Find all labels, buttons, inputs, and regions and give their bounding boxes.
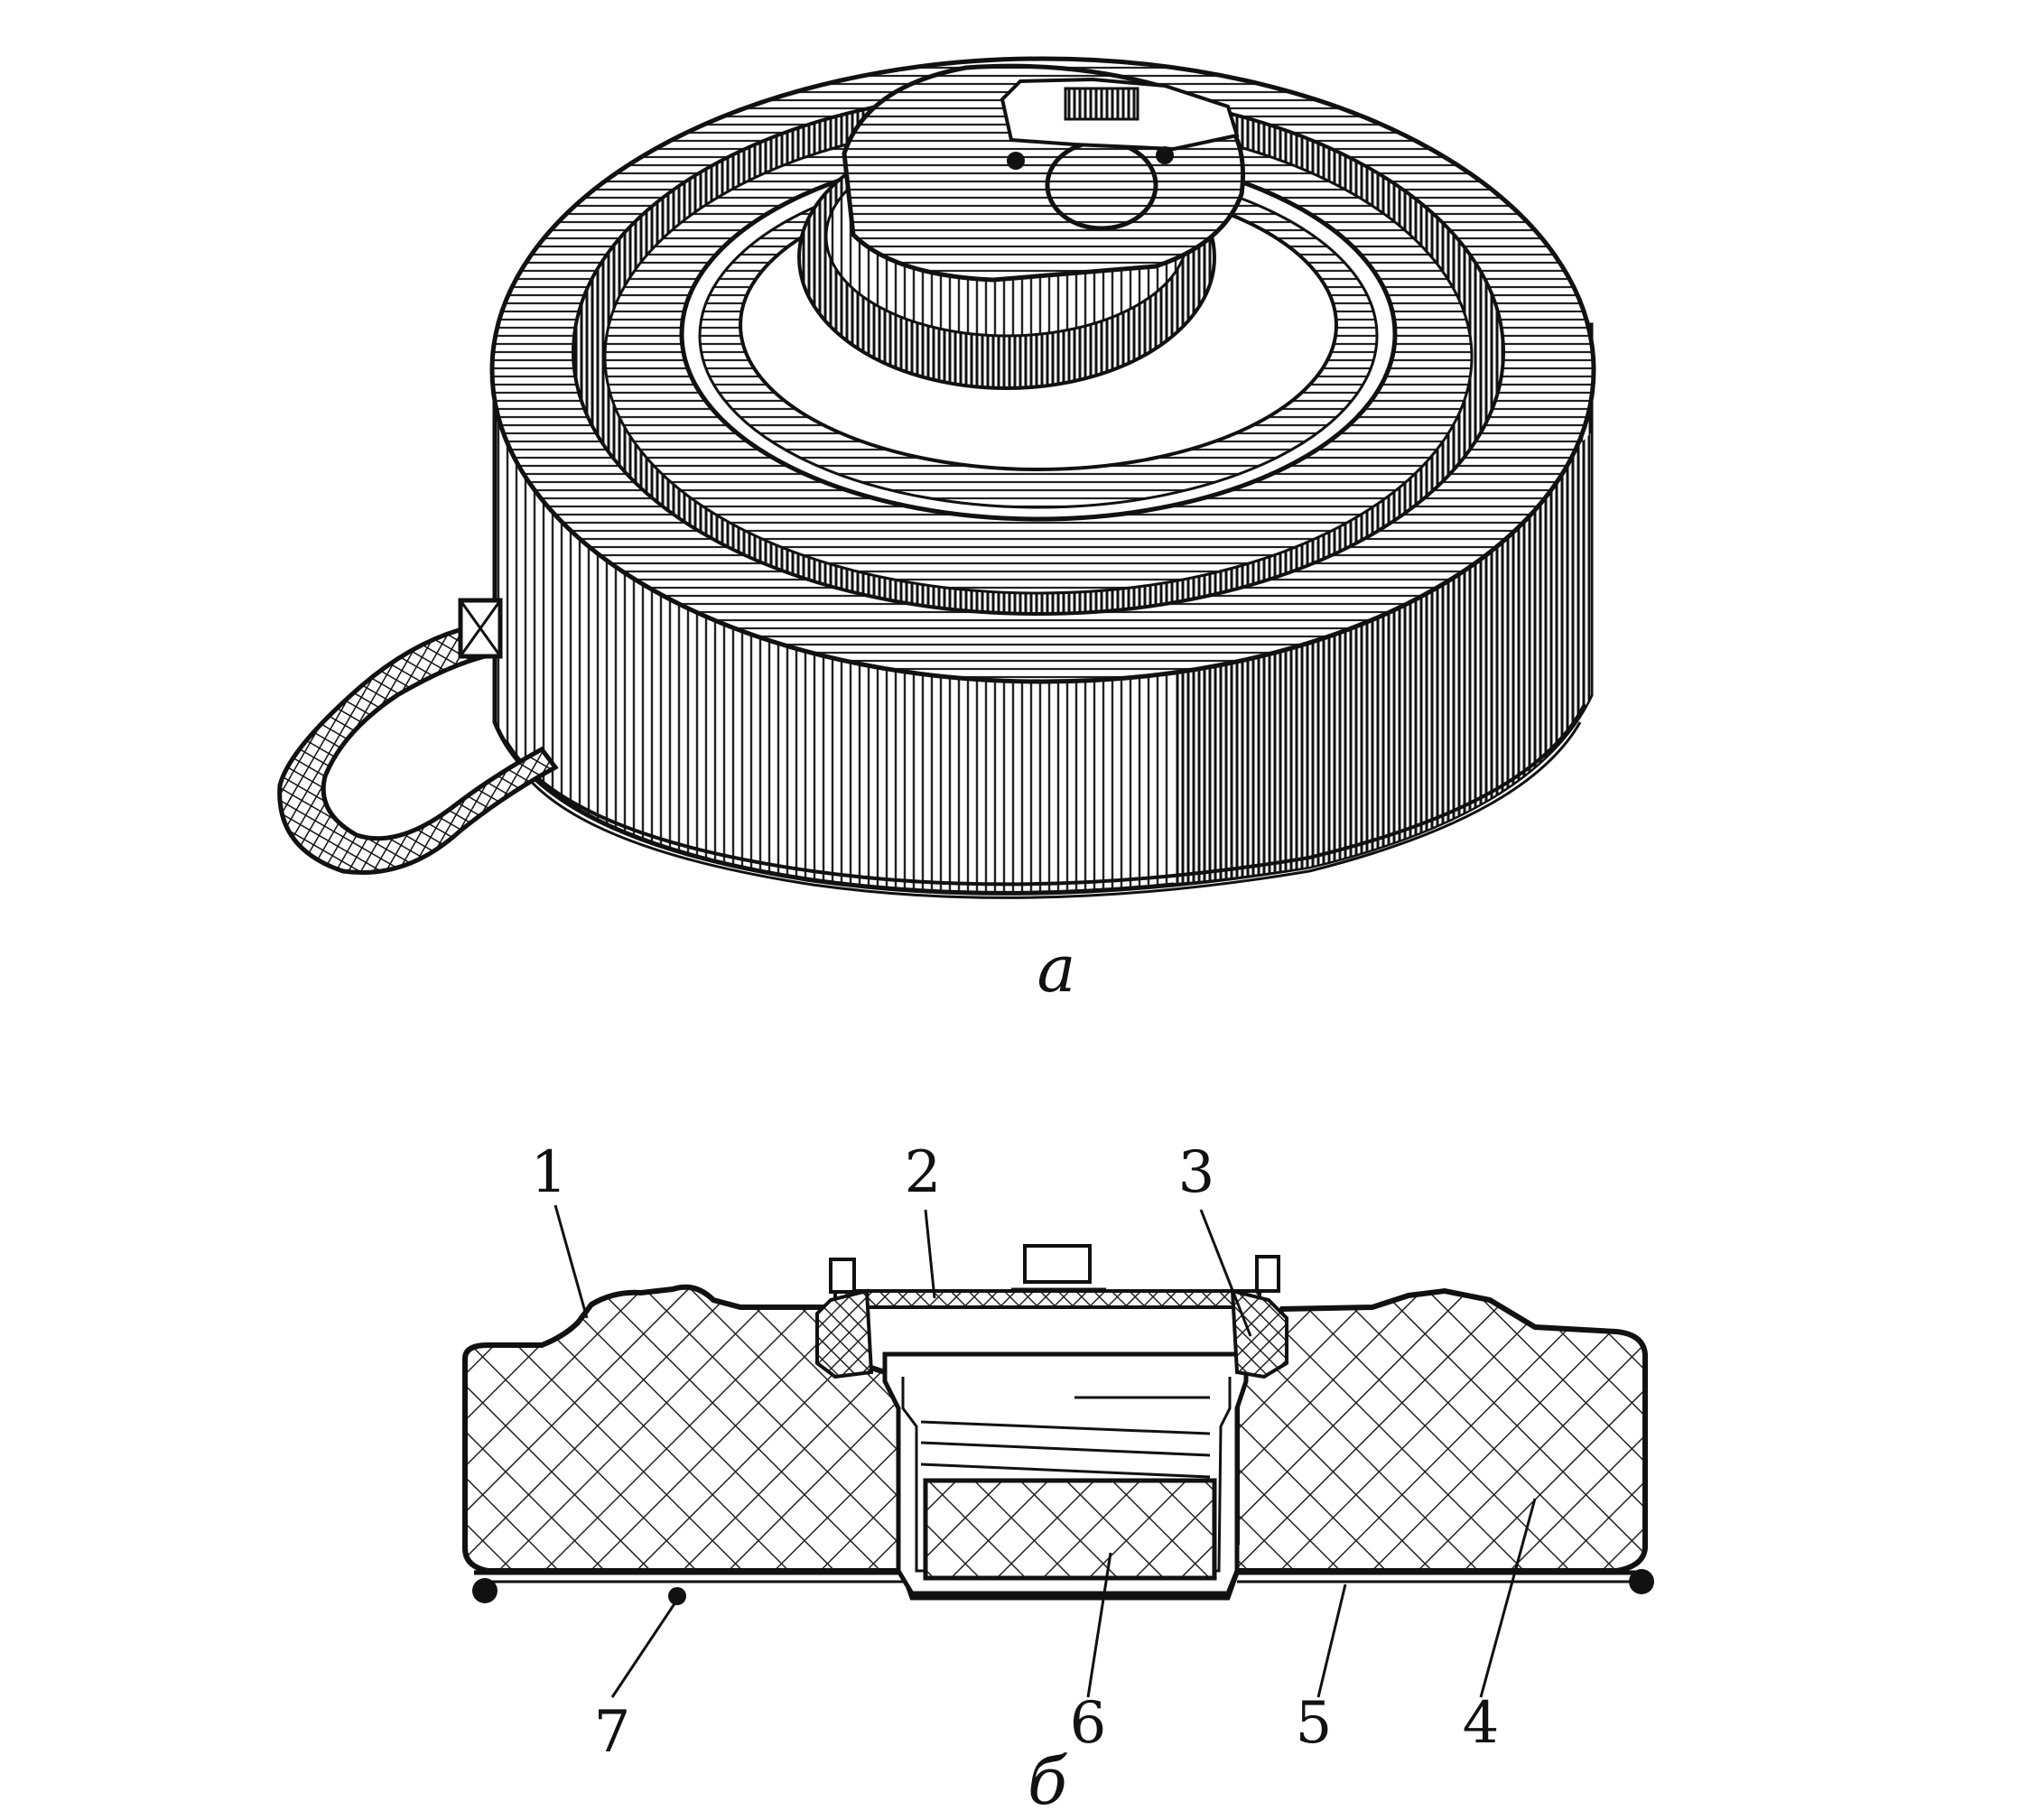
cover-pin-left xyxy=(829,1258,856,1294)
leader-3 xyxy=(1199,1209,1252,1337)
base-rivet-right xyxy=(1629,1569,1654,1594)
callout-6: 6 xyxy=(1070,1690,1107,1757)
leader-1 xyxy=(553,1204,589,1319)
callout-1: 1 xyxy=(531,1139,568,1206)
base-rivet-mid xyxy=(668,1587,686,1605)
leader-7 xyxy=(610,1599,679,1698)
cover-pin-right xyxy=(1255,1255,1280,1293)
leader-2 xyxy=(924,1209,936,1299)
view-b-cross-section xyxy=(462,1244,1654,1605)
fuze-socket-hole xyxy=(1045,139,1158,231)
view-a-caption: a xyxy=(1037,931,1076,1007)
base-rivet-left xyxy=(472,1578,498,1603)
callout-7: 7 xyxy=(594,1699,631,1766)
base-plate xyxy=(474,1570,1648,1601)
explosive-charge-right xyxy=(1223,1287,1648,1574)
view-b-caption: б xyxy=(1028,1743,1068,1819)
leader-4 xyxy=(1479,1498,1537,1698)
booster-charge xyxy=(923,1478,1217,1581)
callout-4: 4 xyxy=(1463,1690,1500,1757)
callout-3: 3 xyxy=(1178,1139,1215,1206)
pressure-cover xyxy=(833,1289,1261,1312)
carrying-strap xyxy=(277,620,559,876)
leader-6 xyxy=(1086,1552,1112,1698)
callout-5: 5 xyxy=(1296,1690,1333,1757)
view-a-perspective xyxy=(277,56,1596,899)
fuze-knob xyxy=(1023,1244,1092,1284)
callout-leaders xyxy=(553,1204,1537,1698)
leader-5 xyxy=(1316,1583,1347,1698)
callout-2: 2 xyxy=(905,1139,942,1206)
